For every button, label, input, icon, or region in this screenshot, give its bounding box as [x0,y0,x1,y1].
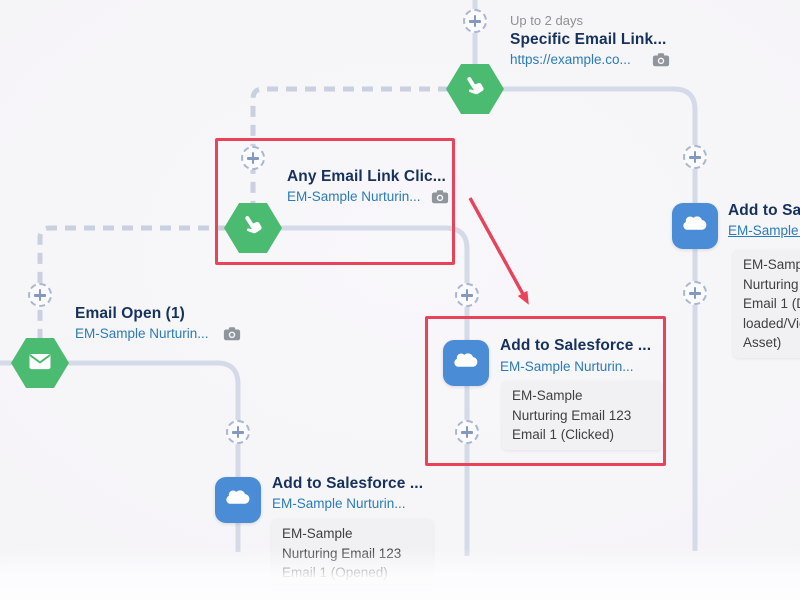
detail-line: Email 1 (Down [743,296,800,312]
plus-icon [461,426,473,438]
detail-line: EM-Sample [512,388,583,403]
camera-icon[interactable] [652,52,670,72]
asset-link[interactable]: EM-Sample Nurturin... [500,359,634,374]
node-title: Specific Email Link... [510,31,667,48]
node-title: Any Email Link Clic... [287,168,446,185]
plus-icon [232,426,244,438]
add-step-button[interactable] [455,283,479,307]
connector-top-to-right [497,86,698,551]
node-title: Add to Salesforce ... [500,337,652,354]
detail-line: Nurturing Em [743,276,800,292]
salesforce-cloud-icon [221,481,255,520]
detail-line: Nurturing Email 123 [512,407,632,423]
click-hand-icon [460,72,490,107]
detail-line: Email 1 (Clicked) [512,427,615,443]
camera-icon[interactable] [431,189,449,209]
asset-link[interactable]: EM-Sample Nurturin... [287,189,421,204]
connector-anyemail-to-center [278,225,470,556]
add-step-button[interactable] [683,145,707,169]
step-detail-box: EM-Sample Nurturing Em Email 1 (Down loa… [733,250,800,358]
connector-emailopen-to-bottom [0,360,241,552]
detail-line: Asset) [743,335,782,351]
add-step-button[interactable] [463,9,487,33]
connector-dashed-anyemail-to-emailopen [37,225,228,338]
asset-link[interactable]: EM-Sample Nurturin... [75,326,209,341]
add-step-button[interactable] [226,420,250,444]
add-step-button[interactable] [28,283,52,307]
annotation-highlight-rect-target [425,316,666,466]
node-title: Email Open (1) [75,305,185,322]
asset-link[interactable]: https://example.co... [510,52,631,67]
add-step-button[interactable] [683,281,707,305]
add-step-button[interactable] [455,420,479,444]
action-node-add-to-salesforce-right[interactable] [672,203,718,249]
annotation-highlight-rect-source [215,138,455,265]
plus-icon [689,287,701,299]
asset-link[interactable]: EM-Sample Nu [728,223,800,238]
detail-line: EM-Sample [743,257,800,272]
wait-duration-label: Up to 2 days [510,13,583,28]
plus-icon [689,151,701,163]
plus-icon [247,152,259,164]
plus-icon [461,289,473,301]
node-title: Add to Salesforce ... [272,475,424,492]
envelope-icon [26,347,54,380]
plus-icon [469,15,481,27]
click-hand-icon [238,211,268,246]
detail-line: loaded/Viewe [743,315,800,331]
salesforce-cloud-icon [449,344,483,383]
add-step-button[interactable] [241,146,265,170]
camera-icon[interactable] [223,326,241,346]
connector-dashed-top-to-anyemail [250,86,449,203]
node-title: Add to Salesfo [728,202,800,219]
canvas-bottom-fade [0,548,800,600]
salesforce-cloud-icon [678,207,712,246]
asset-link[interactable]: EM-Sample Nurturin... [272,496,406,511]
step-detail-box: EM-Sample Nurturing Email 123 Email 1 (C… [502,381,662,450]
action-node-add-to-salesforce-center[interactable] [443,340,489,386]
plus-icon [34,289,46,301]
detail-line: EM-Sample [282,526,353,541]
action-node-add-to-salesforce-bottom[interactable] [215,477,261,523]
